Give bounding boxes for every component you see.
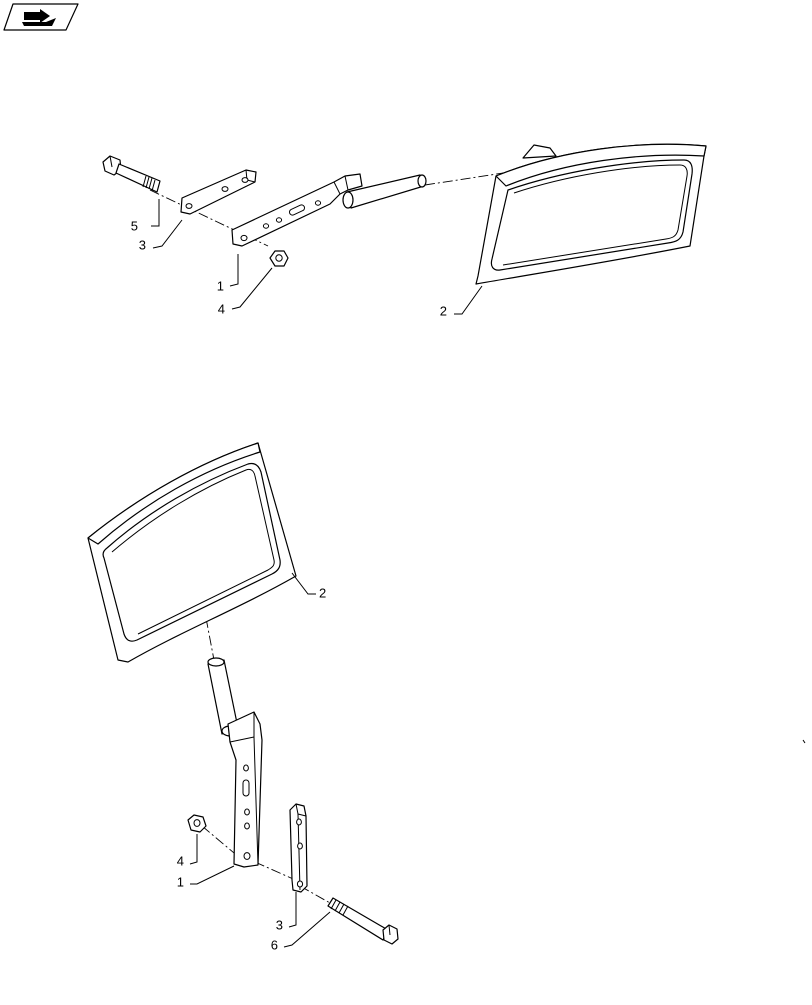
callout-label: 4 bbox=[177, 853, 184, 868]
speck-mark bbox=[802, 739, 806, 744]
bottom-callout-2: 2 bbox=[291, 572, 326, 600]
callout-label: 1 bbox=[217, 278, 224, 293]
bottom-callout-6: 6 bbox=[271, 911, 331, 952]
callout-label: 3 bbox=[276, 917, 283, 932]
washer-plate bbox=[180, 169, 257, 215]
nut bbox=[269, 250, 289, 267]
washer-plate bbox=[289, 803, 308, 893]
top-callout-1: 1 bbox=[217, 254, 239, 293]
bolt bbox=[327, 897, 399, 945]
callout-label: 4 bbox=[218, 301, 225, 316]
mounting-arm bbox=[231, 173, 363, 247]
callout-label: 6 bbox=[271, 937, 278, 952]
arm-tube bbox=[342, 174, 427, 209]
top-assembly: 5 3 1 4 2 bbox=[102, 143, 707, 318]
mirror-head bbox=[87, 442, 297, 663]
mirror-head bbox=[475, 143, 707, 285]
bottom-callout-3: 3 bbox=[276, 892, 297, 932]
top-callout-5: 5 bbox=[131, 199, 160, 233]
bolt bbox=[102, 155, 161, 193]
mounting-arm bbox=[227, 711, 263, 868]
bottom-callout-1: 1 bbox=[177, 865, 235, 889]
callout-label: 2 bbox=[319, 585, 326, 600]
flip-arrow-icon bbox=[22, 9, 56, 26]
bottom-assembly: 2 4 1 3 6 bbox=[87, 442, 399, 952]
callout-label: 2 bbox=[440, 303, 447, 318]
top-callout-2: 2 bbox=[440, 285, 483, 318]
bottom-callout-4: 4 bbox=[177, 834, 198, 868]
top-callout-4: 4 bbox=[218, 267, 273, 316]
page-nav-badge[interactable] bbox=[3, 3, 79, 31]
callout-label: 5 bbox=[131, 218, 138, 233]
callout-label: 1 bbox=[177, 874, 184, 889]
top-callout-3: 3 bbox=[139, 219, 183, 252]
nut bbox=[187, 814, 207, 833]
callout-label: 3 bbox=[139, 237, 146, 252]
